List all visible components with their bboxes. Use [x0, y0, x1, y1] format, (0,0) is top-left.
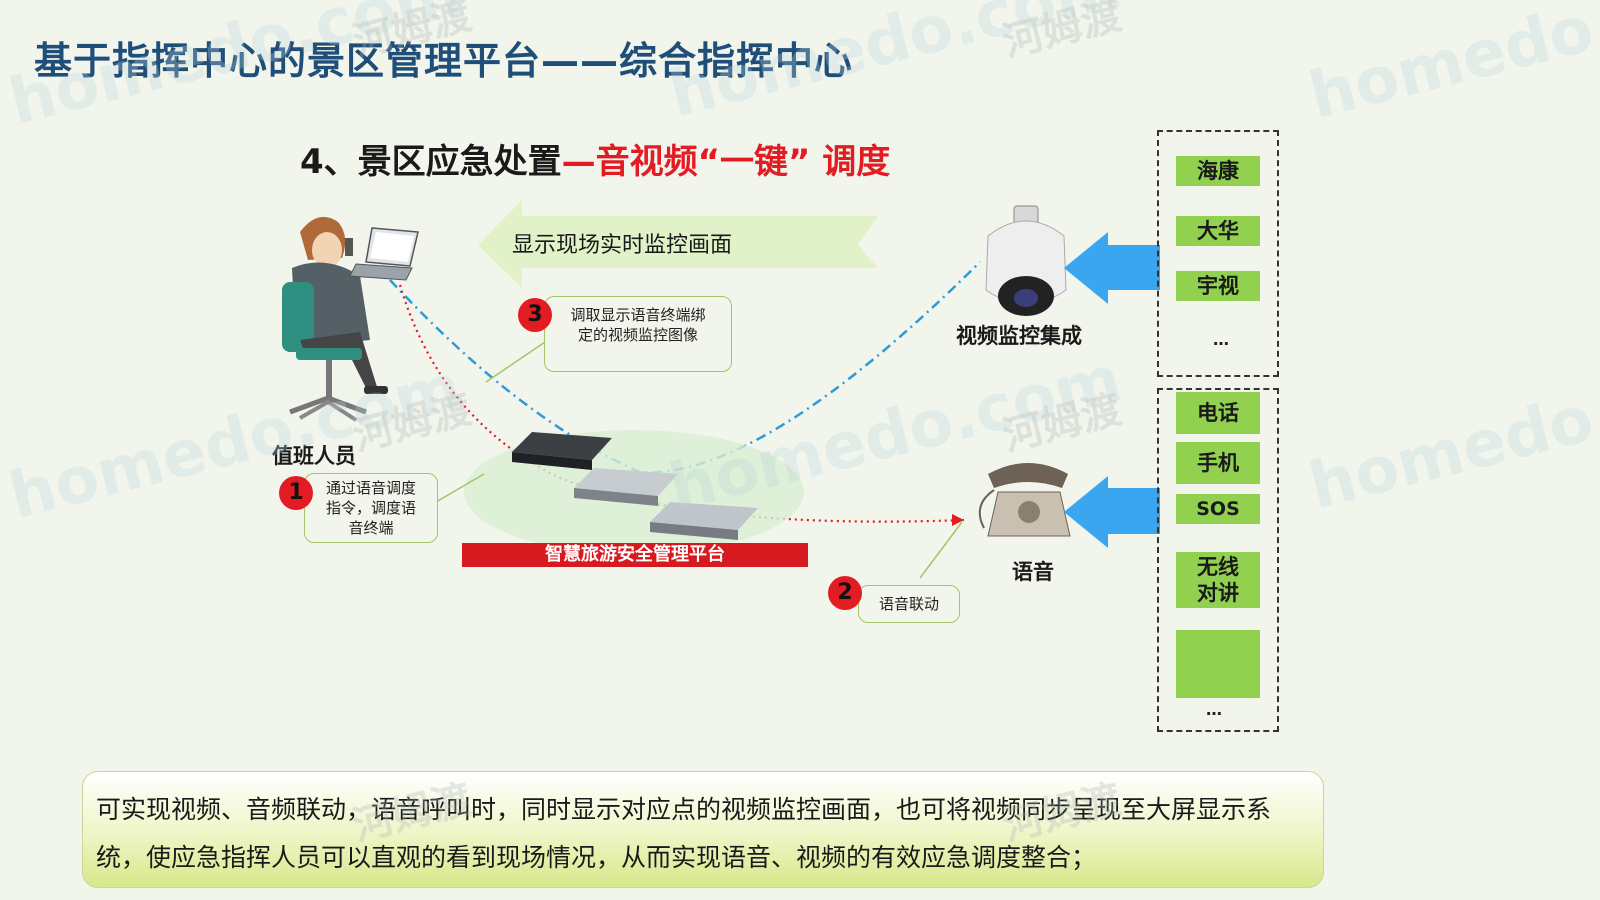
platform-label: 智慧旅游安全管理平台 [462, 543, 808, 567]
terminal-tag-mobile: 手机 [1176, 442, 1260, 484]
operator-figure [282, 216, 388, 422]
callout3-line2: 定的视频监控图像 [577, 326, 698, 344]
summary-text: 可实现视频、音频联动，语音呼叫时，同时显示对应点的视频监控画面，也可将视频同步呈… [96, 795, 1272, 872]
vendor-tag-dahua: 大华 [1176, 216, 1260, 246]
video-vendor-box [1157, 130, 1279, 377]
voice-terminal-more: … [1206, 700, 1222, 719]
radio-line2: 对讲 [1197, 581, 1239, 605]
terminal-tag-blank [1176, 630, 1260, 698]
callout1-line3: 音终端 [348, 519, 394, 537]
page-title: 基于指挥中心的景区管理平台——综合指挥中心 [34, 39, 854, 83]
callout-step2: 语音联动 [858, 585, 960, 623]
section-subtitle: 4、景区应急处置—音视频“一键” 调度 [300, 134, 890, 183]
video-input-arrow [1064, 232, 1160, 304]
callout-step3: 调取显示语音终端绑 定的视频监控图像 [544, 296, 732, 372]
telephone-icon [978, 463, 1071, 537]
terminal-tag-telephone: 电话 [1176, 392, 1260, 434]
banner-arrow [478, 200, 878, 288]
callout3-line1: 调取显示语音终端绑 [570, 306, 706, 324]
banner-text: 显示现场实时监控画面 [512, 233, 733, 258]
step1-badge: 1 [279, 476, 313, 510]
subtitle-prefix: 4、景区应急处置 [300, 142, 562, 182]
vendor-tag-hikvision: 海康 [1176, 156, 1260, 186]
callout-step1: 通过语音调度 指令，调度语 音终端 [304, 473, 438, 543]
terminal-tag-radio: 无线 对讲 [1176, 552, 1260, 608]
laptop-icon [349, 227, 419, 281]
terminal-tag-sos: SOS [1176, 494, 1260, 524]
video-vendor-more: … [1213, 330, 1229, 349]
voice-label: 语音 [1012, 560, 1054, 584]
voice-terminal-box [1157, 388, 1279, 732]
summary-box [82, 771, 1324, 888]
step2-badge: 2 [828, 576, 862, 610]
operator-label: 值班人员 [272, 444, 356, 468]
ptz-camera-icon [985, 205, 1067, 316]
callout1-line2: 指令，调度语 [325, 499, 416, 517]
callout1-line1: 通过语音调度 [325, 479, 416, 497]
radio-line1: 无线 [1197, 555, 1239, 579]
video-integration-label: 视频监控集成 [956, 324, 1082, 348]
vendor-tag-uniview: 宇视 [1176, 271, 1260, 301]
server-stack-icon [512, 432, 758, 540]
voice-input-arrow [1064, 476, 1160, 548]
step3-badge: 3 [518, 298, 552, 332]
subtitle-highlight: —音视频“一键” 调度 [561, 142, 891, 182]
